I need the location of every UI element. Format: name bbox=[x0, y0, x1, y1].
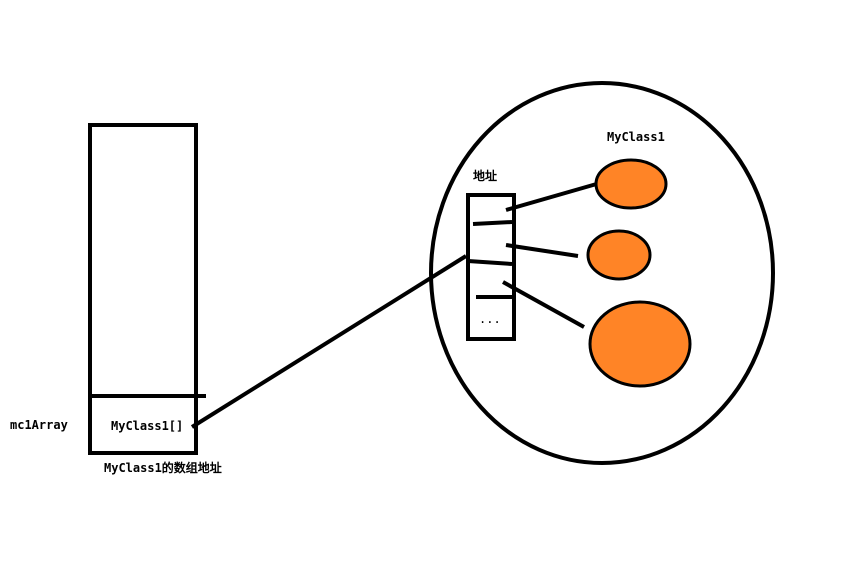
stack-caption: MyClass1的数组地址 bbox=[104, 461, 222, 475]
address-array-box bbox=[466, 193, 516, 341]
pointer-line-3 bbox=[502, 280, 585, 329]
ellipsis-label: ... bbox=[479, 312, 501, 326]
pointer-line-1 bbox=[505, 181, 601, 212]
object-small-2 bbox=[586, 229, 652, 281]
object-caption: MyClass1 bbox=[607, 130, 665, 144]
pointer-line-2 bbox=[505, 243, 579, 258]
object-small-1 bbox=[594, 158, 668, 210]
array-reference-label: MyClass1[] bbox=[111, 419, 184, 433]
address-caption: 地址 bbox=[473, 169, 498, 183]
address-slot-divider-2 bbox=[467, 259, 513, 266]
address-slot-divider-1 bbox=[472, 220, 513, 226]
heap-ellipse bbox=[429, 81, 775, 465]
stack-box bbox=[88, 123, 198, 455]
variable-name-label: mc1Array bbox=[10, 418, 68, 432]
object-large bbox=[588, 300, 692, 388]
array-reference-line bbox=[190, 254, 468, 429]
